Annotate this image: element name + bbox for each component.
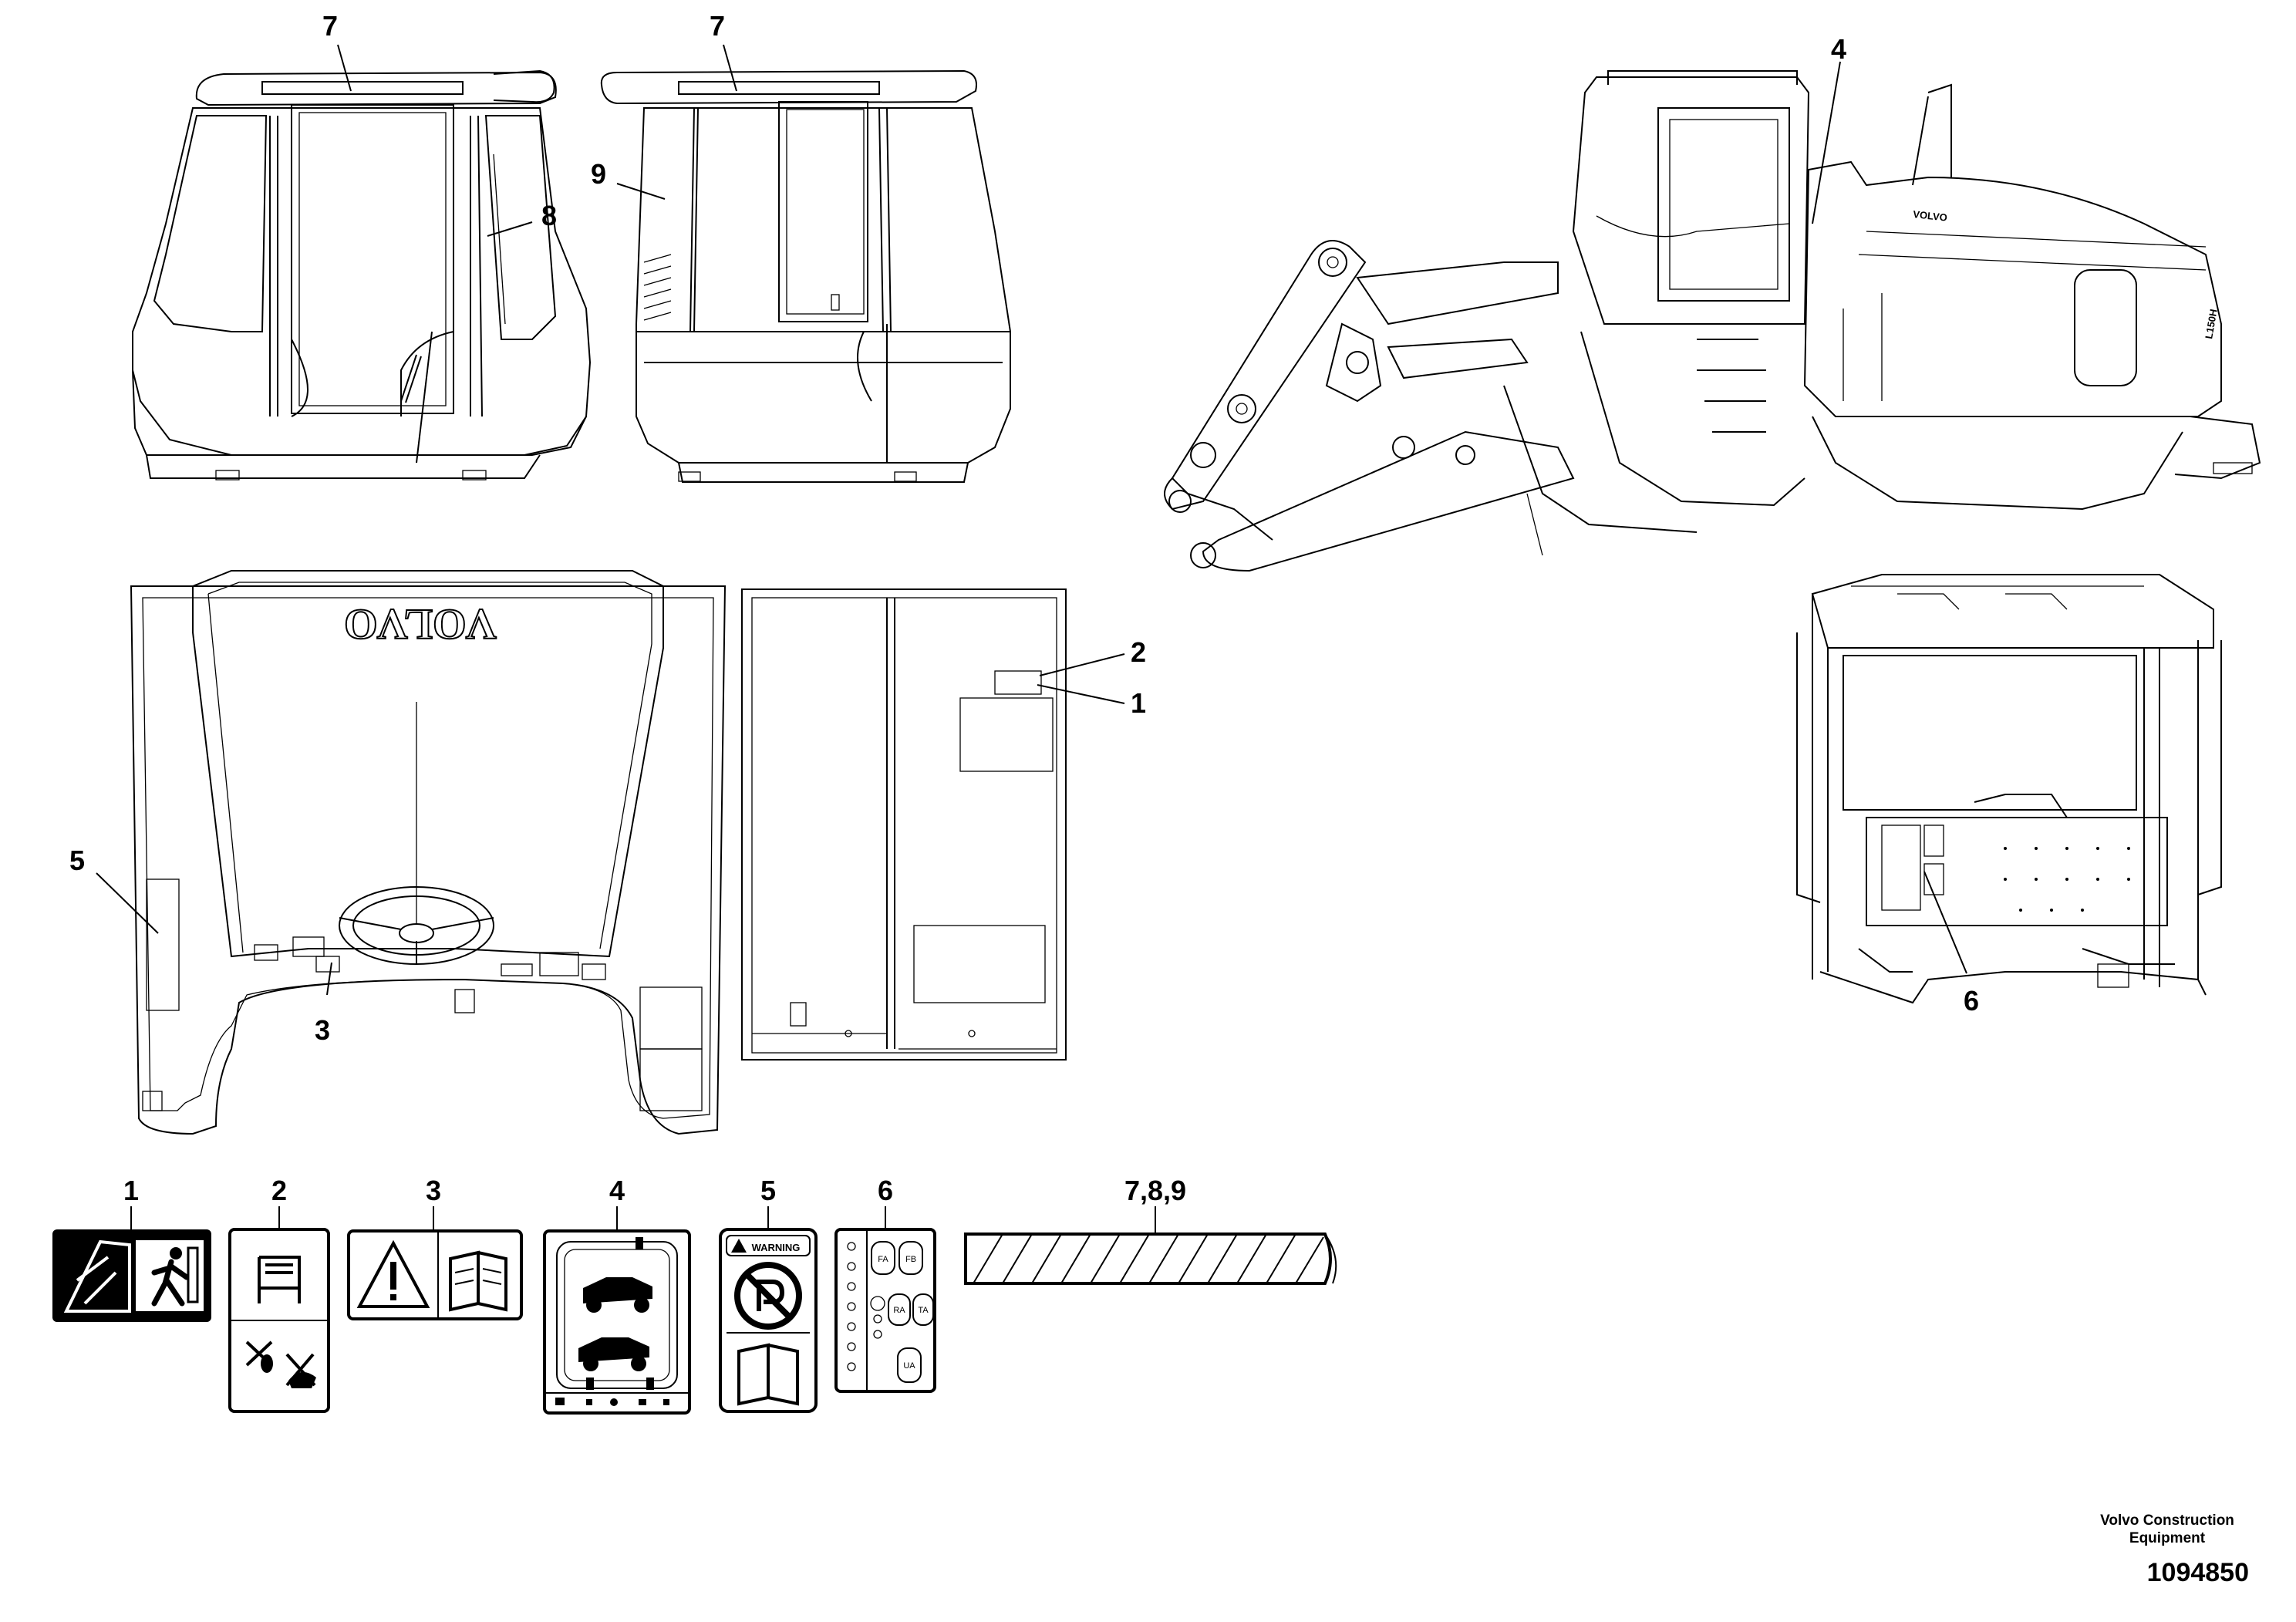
footer-company: Volvo Construction Equipment [2100,1512,2234,1546]
manual-book-icon [449,1250,507,1312]
callout-6: 6 [1964,985,1979,1017]
decal-6-fuse-relay: 6 FA FB RA TA UA [834,1175,936,1393]
legend-label-1: 1 [123,1175,139,1206]
callout-5: 5 [69,845,85,876]
callout-7-right: 7 [710,10,725,42]
footer-drawing-number: 1094850 [2146,1558,2249,1587]
decal-789-strip: 7,8,9 [964,1175,1337,1285]
electrical-cabinet-view [1796,574,2222,1004]
warning-text: WARNING [752,1242,801,1253]
warning-triangle-icon [356,1239,430,1308]
no-rodent-icon [285,1353,316,1388]
fuse-label-ta: TA [918,1306,929,1315]
legend-label-4: 4 [609,1175,625,1206]
decal-3-read-manual: 3 [347,1175,523,1320]
decal-1-emergency-exit: 1 [52,1175,211,1322]
machine-side-brand: VOLVO [1913,208,1948,224]
callout-1: 1 [1131,687,1146,719]
loader-bottom-icon [578,1337,649,1371]
wheel-loader-side-view [1164,61,2261,572]
footer-block: Volvo Construction Equipment 1094850 [2082,1512,2252,1588]
dashboard-view [96,570,727,1135]
chain-icon [586,1237,654,1390]
machine-rear-model: L150H [2203,308,2220,339]
decal-4-lifting-points: 4 [543,1175,691,1415]
legend-label-2: 2 [271,1175,287,1206]
dashboard-brand: VOLVO [344,600,497,648]
glass-break-icon [63,1239,131,1313]
loader-top-icon [583,1277,652,1313]
decal-2-cab-safety: 2 [228,1175,330,1413]
callout-2: 2 [1131,636,1146,668]
callout-9: 9 [591,158,606,190]
callout-3: 3 [315,1014,330,1046]
callout-8: 8 [541,200,557,231]
callout-7-left: 7 [322,10,338,42]
footer-symbols-icon [555,1398,669,1406]
legend-label-3: 3 [426,1175,441,1206]
fuse-label-fb: FB [905,1255,916,1264]
cab-frame-icon [258,1256,301,1303]
fuse-label-ua: UA [903,1361,915,1371]
door-panel-view [741,588,1125,1061]
decal-5-warning: 5 WARNING [719,1175,818,1413]
warning-small-icon [731,1239,747,1253]
legend-label-789: 7,8,9 [1124,1175,1186,1206]
cab-front-view [132,44,592,481]
exit-person-icon [151,1246,199,1307]
legend-label-6: 6 [878,1175,893,1206]
manual-book-icon-2 [737,1343,799,1406]
fuse-label-ra: RA [893,1306,905,1315]
cab-rear-view [600,44,1011,483]
no-entry-icon [734,1262,802,1330]
fuse-label-fa: FA [878,1255,888,1264]
no-insect-icon [245,1340,273,1373]
callout-4-machine: 4 [1831,33,1846,65]
legend-label-5: 5 [760,1175,776,1206]
